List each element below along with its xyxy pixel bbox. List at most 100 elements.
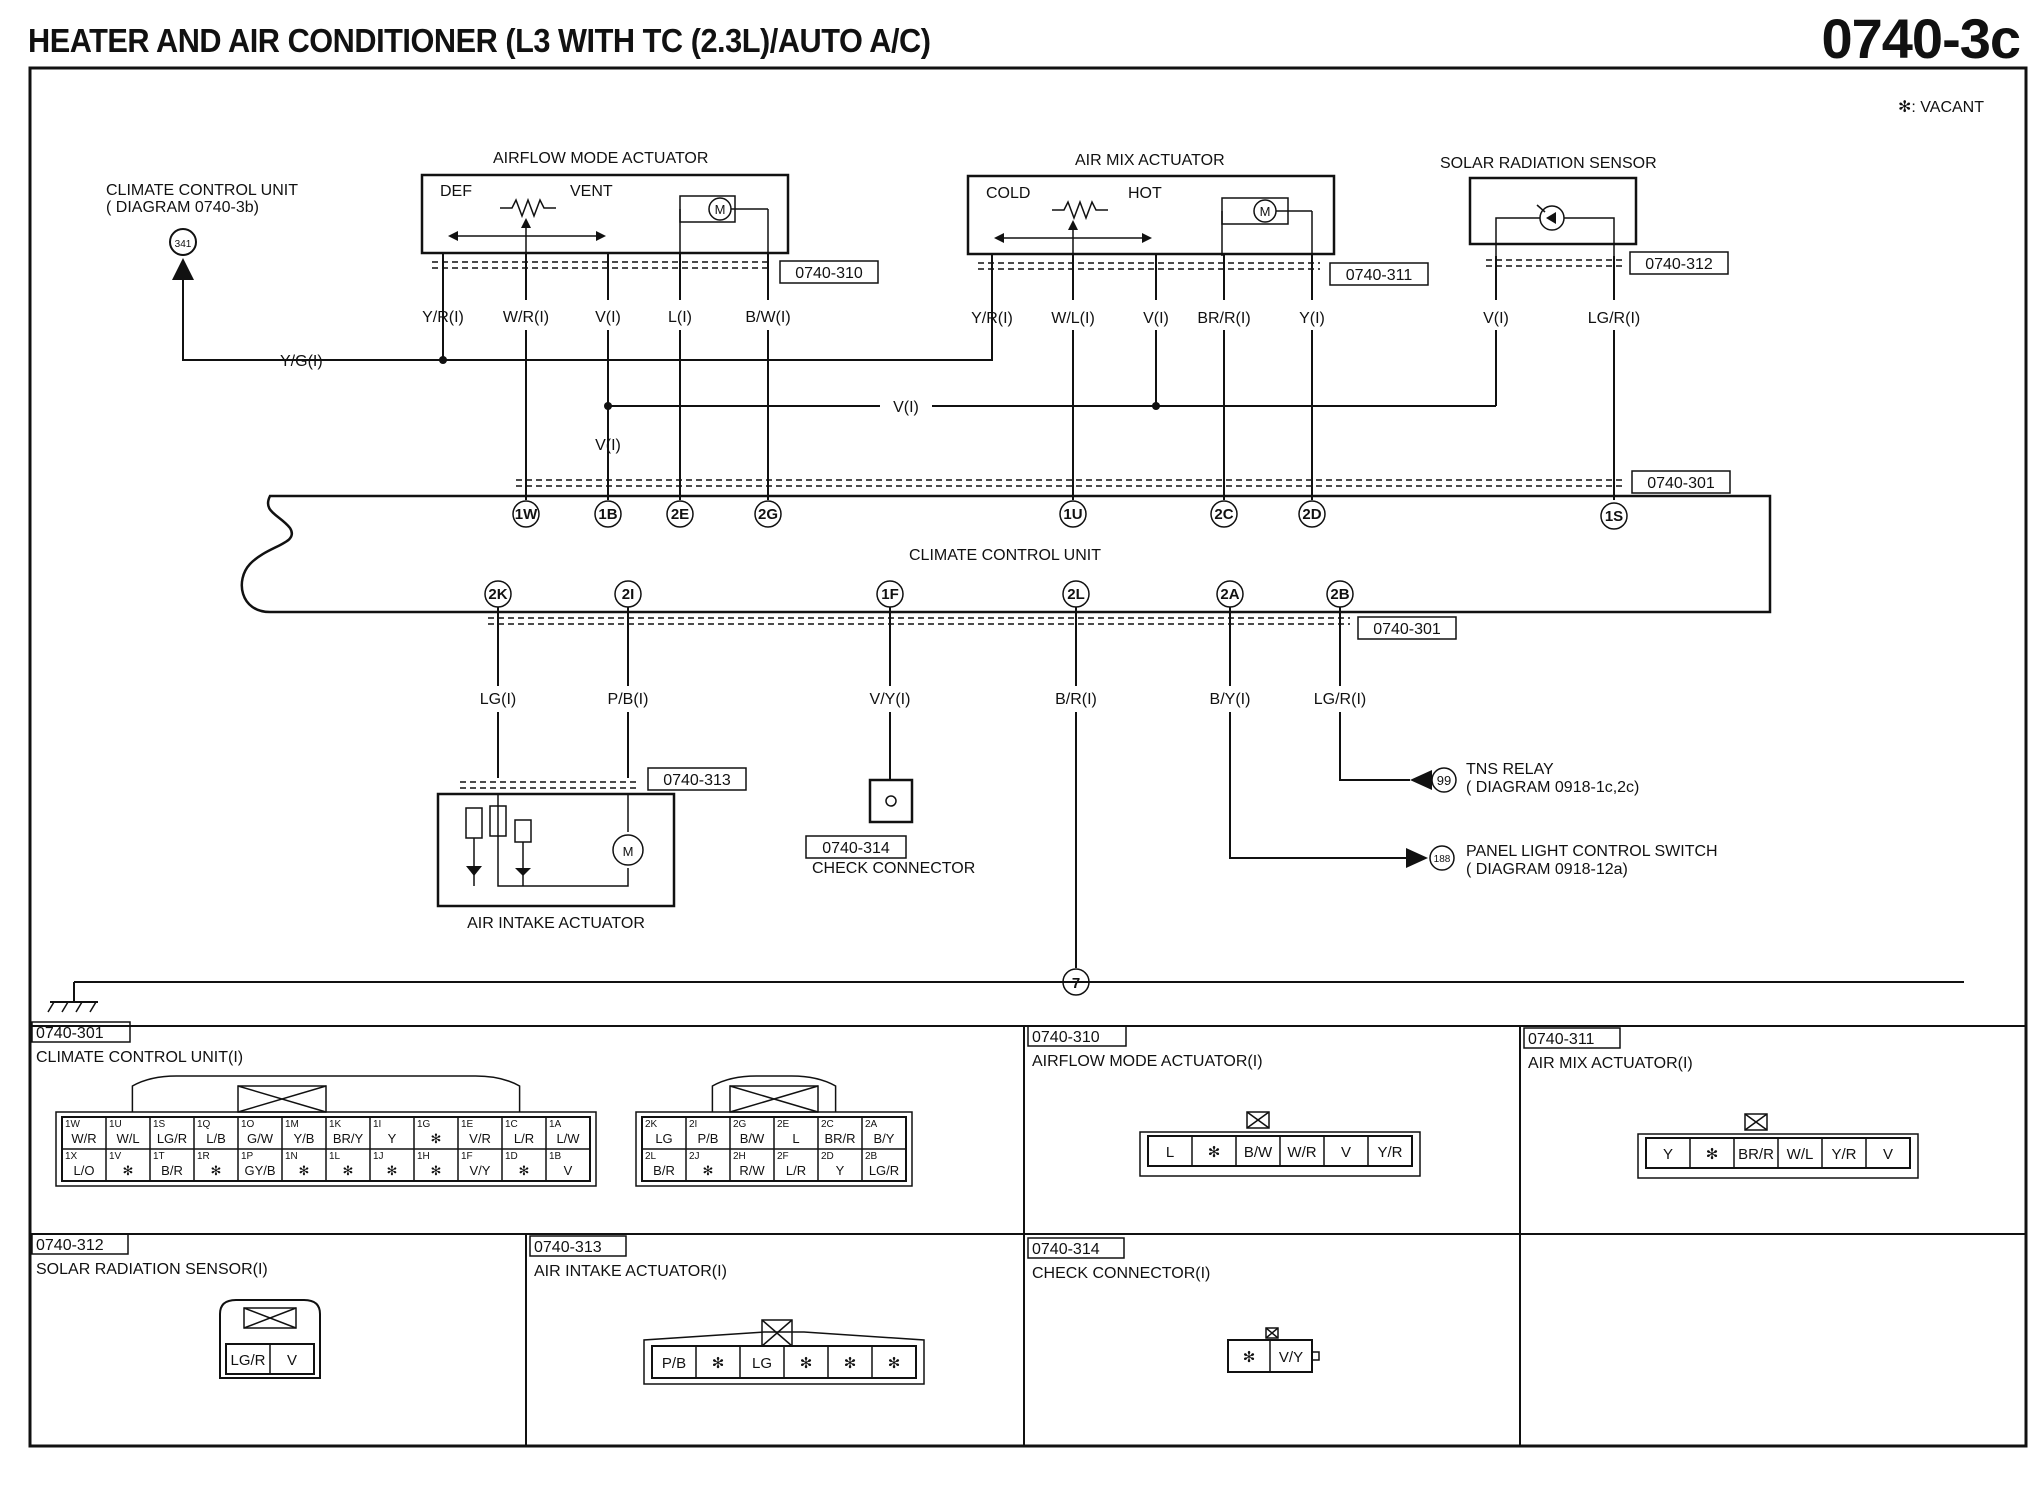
diagram-code: 0740-3c xyxy=(1821,7,2021,70)
pin-wire-color: ✻ xyxy=(1706,1146,1719,1163)
check-connector-box xyxy=(868,778,914,824)
connector-hood xyxy=(131,1075,521,1112)
pin-number: 1H xyxy=(417,1151,430,1162)
pin-2i-label: 2I xyxy=(622,586,635,603)
pin-wire-color: R/W xyxy=(739,1163,765,1178)
pin-2g: 2G xyxy=(754,500,782,528)
arrow-left-icon xyxy=(994,233,1004,243)
connector-ref-310-text: 0740-310 xyxy=(795,265,863,282)
panel-chk-title: CHECK CONNECTOR(I) xyxy=(1032,1265,1210,1282)
diode-triangle-icon xyxy=(1546,212,1556,224)
resistor-icon xyxy=(500,197,556,219)
wire-label-l: L(I) xyxy=(668,309,692,326)
vent-label: VENT xyxy=(570,183,613,200)
pin-number: 2F xyxy=(777,1151,789,1162)
pin-wire-color: P/B xyxy=(698,1131,719,1146)
panel-light-sub: ( DIAGRAM 0918-12a) xyxy=(1466,861,1628,878)
pin-number: 2L xyxy=(645,1151,657,1162)
pin-wire-color: B/Y xyxy=(874,1131,895,1146)
pin-wire-color: L xyxy=(792,1131,799,1146)
cold-label: COLD xyxy=(986,185,1030,202)
wire-label-b-r: B/R(I) xyxy=(1055,691,1097,708)
pin-wire-color: ✻ xyxy=(387,1163,398,1178)
pin-number: 1V xyxy=(109,1151,122,1162)
panel-srs-title: SOLAR RADIATION SENSOR(I) xyxy=(36,1261,268,1278)
wire-label-y-r-1: Y/R(I) xyxy=(422,309,464,326)
pin-wire-color: BR/Y xyxy=(333,1131,364,1146)
connector-faces: 1W1XW/RL/O1U1VW/L✻1S1TLG/RB/R1Q1RL/B✻1O1… xyxy=(55,1075,1919,1385)
pin-wire-color: ✻ xyxy=(712,1355,725,1372)
pin-wire-color: LG/R xyxy=(869,1163,899,1178)
pin-number: 1M xyxy=(285,1119,299,1130)
internal-lead xyxy=(497,794,629,887)
pin-wire-color: ✻ xyxy=(211,1163,222,1178)
pin-number: 1L xyxy=(329,1151,341,1162)
wire-label-v-mid: V(I) xyxy=(893,399,919,416)
latch-cross xyxy=(1246,1111,1270,1129)
connector-ref-313-text: 0740-313 xyxy=(663,772,731,789)
panel-ref-marker xyxy=(1429,845,1455,871)
panel-code-box xyxy=(31,1233,129,1255)
connector-ref-312 xyxy=(1629,251,1729,275)
pin-2c-label: 2C xyxy=(1214,506,1233,523)
resistor-icon xyxy=(1052,199,1108,221)
latch-cross xyxy=(237,1085,327,1113)
motor-label: M xyxy=(623,844,634,859)
pin-wire-color: L/W xyxy=(556,1131,580,1146)
pin-2k-label: 2K xyxy=(488,586,507,603)
panel-amx-code: 0740-311 xyxy=(1528,1031,1595,1048)
pin-number: 2H xyxy=(733,1151,746,1162)
wire-label-lg: LG(I) xyxy=(480,691,516,708)
pin-wire-color: GY/B xyxy=(244,1163,275,1178)
pin-number: 1S xyxy=(153,1119,166,1130)
pin-number: 2I xyxy=(689,1119,697,1130)
pin-number: 1O xyxy=(241,1119,255,1130)
pin-number: 2E xyxy=(777,1119,790,1130)
arrow-right-icon xyxy=(1142,233,1152,243)
latch-icon xyxy=(243,1307,297,1329)
panel-code-box xyxy=(1523,1027,1621,1049)
tns-ref-num: 99 xyxy=(1437,773,1451,788)
pin-number: 2C xyxy=(821,1119,834,1130)
connector-ref-301-bottom xyxy=(1357,616,1457,640)
pin-wire-color: ✻ xyxy=(519,1163,530,1178)
panel-srs-code: 0740-312 xyxy=(36,1237,104,1254)
pin-wire-color: B/W xyxy=(740,1131,765,1146)
latch-cross xyxy=(1744,1113,1768,1131)
pin-number: 1I xyxy=(373,1119,381,1130)
panel-code-box xyxy=(31,1021,131,1043)
pin-wire-color: ✻ xyxy=(299,1163,310,1178)
pin-wire-color: Y/R xyxy=(1831,1146,1856,1163)
pin-2b-label: 2B xyxy=(1330,586,1349,603)
pin-wire-color: B/R xyxy=(161,1163,183,1178)
hot-label: HOT xyxy=(1128,185,1162,202)
connector-shell xyxy=(643,1331,925,1385)
latch-icon xyxy=(1246,1111,1270,1129)
connector-ref-312-text: 0740-312 xyxy=(1645,256,1713,273)
connector-ref-301-top-text: 0740-301 xyxy=(1647,475,1715,492)
wire-label-y-r-2: Y/R(I) xyxy=(971,310,1013,327)
panel-code-box xyxy=(1027,1025,1127,1047)
pin-wire-color: L xyxy=(1166,1144,1174,1161)
wire-label-w-l: W/L(I) xyxy=(1051,310,1095,327)
pin-2g-label: 2G xyxy=(758,506,778,523)
solar-sensor-label: SOLAR RADIATION SENSOR xyxy=(1440,155,1657,172)
panel-ait-title: AIR INTAKE ACTUATOR(I) xyxy=(534,1263,727,1280)
pin-number: 1A xyxy=(549,1119,562,1130)
wire-label-v-y: V/Y(I) xyxy=(870,691,911,708)
connector-ref-314-text: 0740-314 xyxy=(822,840,890,857)
connector-shell xyxy=(55,1111,597,1187)
switch-icon xyxy=(465,807,483,839)
wire-label-v-2: V(I) xyxy=(1143,310,1169,327)
pin-number: 2G xyxy=(733,1119,747,1130)
wire-label-w-r: W/R(I) xyxy=(503,309,549,326)
wire-label-b-w: B/W(I) xyxy=(745,309,790,326)
wire-y-g xyxy=(182,280,993,361)
wire-label-y: Y(I) xyxy=(1299,310,1325,327)
panel-ref-num: 188 xyxy=(1434,854,1451,865)
air-intake-label: AIR INTAKE ACTUATOR xyxy=(467,915,645,932)
wire-label-lg-r-top: LG/R(I) xyxy=(1588,310,1640,327)
pin-wire-color: W/L xyxy=(116,1131,139,1146)
pin-1b: 1B xyxy=(594,500,622,528)
connector-ref-313 xyxy=(647,767,747,791)
